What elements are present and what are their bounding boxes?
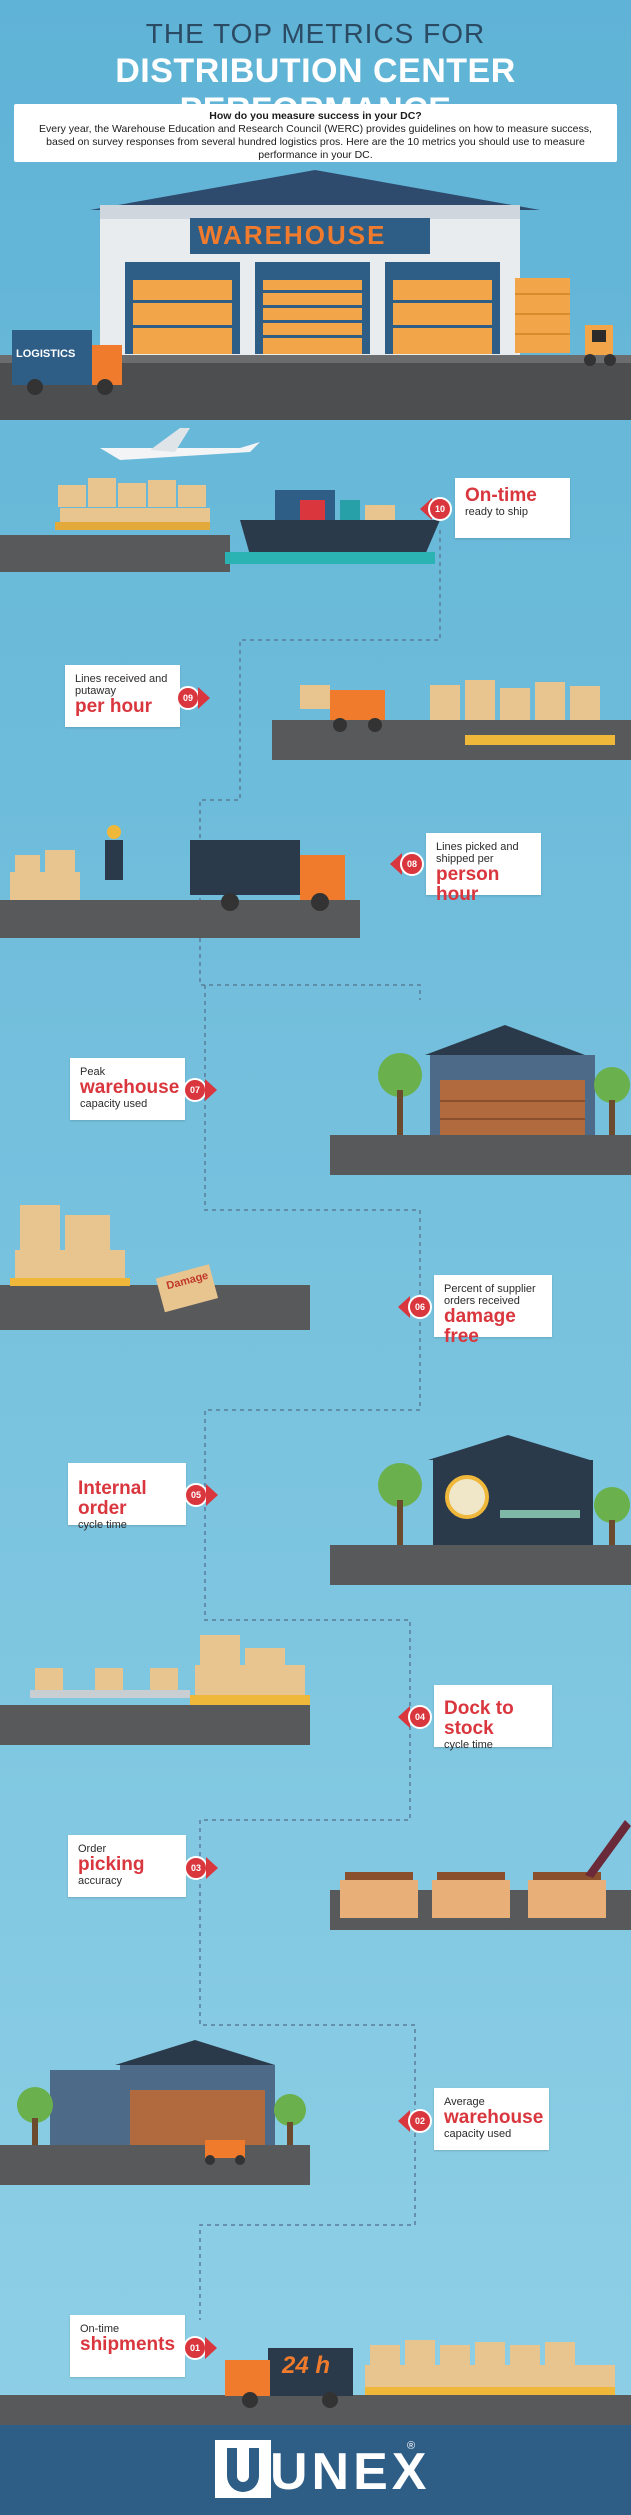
metric-07-highlight: warehouse <box>80 1077 180 1098</box>
pointer-05 <box>206 1484 218 1506</box>
metric-card-06: Percent of supplier orders received dama… <box>434 1275 552 1347</box>
pointer-08 <box>390 853 402 875</box>
pointer-06 <box>398 1296 410 1318</box>
pointer-04 <box>398 1706 410 1728</box>
metric-card-01: On-time shipments <box>70 2315 185 2377</box>
metric-card-07: Peak warehouse capacity used <box>70 1058 185 1120</box>
badge-06: 06 <box>408 1295 432 1319</box>
section-02-art <box>0 2040 310 2185</box>
section-03-art <box>330 1820 631 1930</box>
metric-09-pre: Lines received and putaway <box>75 673 168 697</box>
section-05-art <box>330 1435 631 1585</box>
badge-07: 07 <box>183 1078 207 1102</box>
metric-02-post: capacity used <box>444 2128 512 2140</box>
section-01-art <box>0 2340 631 2430</box>
trademark: ® <box>407 2440 416 2452</box>
pointer-09 <box>198 687 210 709</box>
footer <box>0 2425 631 2515</box>
metric-04-post: cycle time <box>444 1739 493 1751</box>
metric-05-highlight: Internal order <box>78 1478 147 1519</box>
delivery-label: 24 h <box>282 2352 331 2379</box>
metric-08-highlight: person hour <box>436 864 500 905</box>
metric-06-highlight: damage free <box>444 1306 516 1347</box>
intro-box: How do you measure success in your DC? E… <box>14 104 617 162</box>
badge-08: 08 <box>400 852 424 876</box>
metric-06-pre: Percent of supplier orders received <box>444 1283 536 1307</box>
section-08-art <box>0 825 360 938</box>
section-06-art <box>0 1205 310 1330</box>
badge-05: 05 <box>184 1483 208 1507</box>
metric-09-highlight: per hour <box>75 696 153 717</box>
metric-01-highlight: shipments <box>80 2334 176 2355</box>
badge-10: 10 <box>428 497 452 521</box>
badge-09: 09 <box>176 686 200 710</box>
metric-07-post: capacity used <box>80 1098 148 1110</box>
section-09-art <box>272 680 631 760</box>
metric-02-highlight: warehouse <box>444 2107 544 2128</box>
badge-04: 04 <box>408 1705 432 1729</box>
pointer-07 <box>205 1079 217 1101</box>
metric-card-02: Average warehouse capacity used <box>434 2088 549 2150</box>
metric-07-pre: Peak <box>80 1066 106 1078</box>
metric-card-09: Lines received and putaway per hour <box>65 665 180 727</box>
section-04-art <box>0 1635 310 1745</box>
pointer-02 <box>398 2110 410 2132</box>
metric-04-highlight: Dock to stock <box>444 1698 514 1739</box>
metric-card-03: Order picking accuracy <box>68 1835 186 1897</box>
intro-text: Every year, the Warehouse Education and … <box>39 123 592 161</box>
section-10-art <box>0 428 440 572</box>
pointer-03 <box>206 1857 218 1879</box>
title-line-1: THE TOP METRICS FOR <box>145 18 486 49</box>
metric-card-05: Internal order cycle time <box>68 1463 186 1531</box>
badge-02: 02 <box>408 2109 432 2133</box>
metric-03-pre: Order <box>78 1843 107 1855</box>
intro-question: How do you measure success in your DC? <box>209 110 422 122</box>
metric-card-08: Lines picked and shipped per person hour <box>426 833 541 905</box>
metric-10-highlight: On-time <box>465 485 537 506</box>
metric-02-pre: Average <box>444 2096 485 2108</box>
truck-label: LOGISTICS <box>16 348 76 360</box>
metric-03-highlight: picking <box>78 1854 145 1875</box>
metric-01-pre: On-time <box>80 2323 120 2335</box>
metric-10-post: ready to ship <box>465 506 528 518</box>
badge-01: 01 <box>183 2336 207 2360</box>
section-07-art <box>330 1025 631 1175</box>
metric-08-pre: Lines picked and shipped per <box>436 841 519 865</box>
metric-05-post: cycle time <box>78 1519 127 1531</box>
pointer-01 <box>205 2337 217 2359</box>
badge-03: 03 <box>184 1856 208 1880</box>
brand-name[interactable]: UNEX <box>270 2443 431 2501</box>
metric-03-post: accuracy <box>78 1875 123 1887</box>
unex-logo-icon <box>215 2440 271 2498</box>
metric-card-10: On-time ready to ship <box>455 478 570 538</box>
metric-card-04: Dock to stock cycle time <box>434 1685 552 1751</box>
hero-warehouse <box>0 170 631 420</box>
warehouse-sign: WAREHOUSE <box>198 220 387 250</box>
